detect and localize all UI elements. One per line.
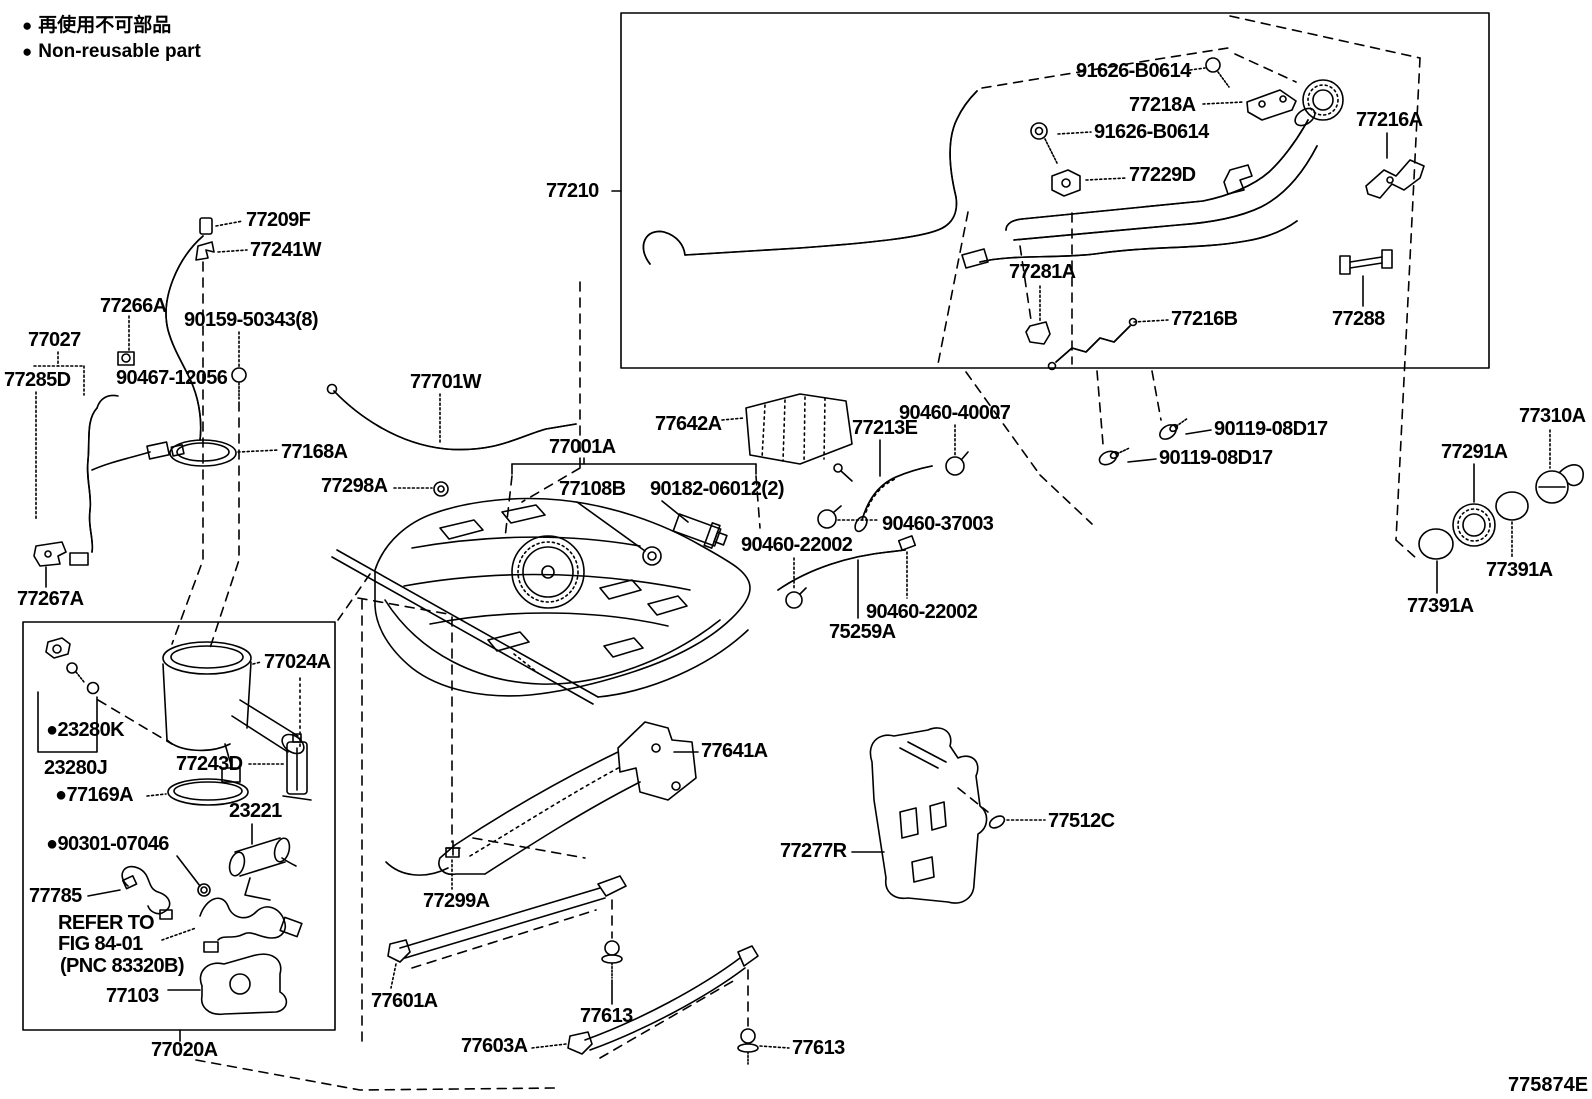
part-label-77103: 77103 [106, 985, 159, 1007]
left-vent-hoses [33, 217, 577, 588]
part-label-77216A: 77216A [1356, 109, 1423, 131]
part-label-77024A: 77024A [264, 651, 331, 673]
part-label-77641A: 77641A [701, 740, 768, 762]
part-label-77168A: 77168A [281, 441, 348, 463]
part-label-REFERTO: REFER TO [58, 912, 155, 934]
part-label-91626-B0614: 91626-B0614 [1094, 121, 1209, 143]
body-bolts [1098, 417, 1212, 466]
part-label-77298A: 77298A [321, 475, 388, 497]
fuel-pump-assembly [37, 637, 312, 1016]
part-label-(PNC83320B): (PNC 83320B) [60, 955, 185, 977]
part-label-FIG84-01: FIG 84-01 [58, 933, 143, 955]
legend-text-en: Non-reusable part [38, 41, 201, 62]
inlet-funnel [385, 721, 699, 876]
part-label-77391A: 77391A [1486, 559, 1553, 581]
part-label-77285D: 77285D [4, 369, 71, 391]
part-label-23280K: ●23280K [46, 719, 125, 741]
part-label-77209F: 77209F [246, 209, 311, 231]
part-label-90301-07046: ●90301-07046 [46, 833, 169, 855]
diagram-code: 775874E [1508, 1074, 1589, 1096]
filler-pipe-assembly [642, 57, 1425, 371]
part-label-77642A: 77642A [655, 413, 722, 435]
part-label-77601A: 77601A [371, 990, 438, 1012]
part-label-91626-B0614: 91626-B0614 [1076, 60, 1191, 82]
part-label-90182-06012(2): 90182-06012(2) [650, 478, 785, 500]
part-label-77027: 77027 [28, 329, 81, 351]
legend-row-en: ● Non-reusable part [22, 42, 201, 61]
part-label-77266A: 77266A [100, 295, 167, 317]
part-label-77391A: 77391A [1407, 595, 1474, 617]
part-label-77613: 77613 [792, 1037, 845, 1059]
part-label-90460-22002: 90460-22002 [866, 601, 978, 623]
part-label-90460-40007: 90460-40007 [899, 402, 1011, 424]
part-label-77267A: 77267A [17, 588, 84, 610]
tank-straps [387, 847, 790, 1065]
part-label-77785: 77785 [29, 885, 82, 907]
part-label-77512C: 77512C [1048, 810, 1115, 832]
part-label-77213E: 77213E [852, 417, 918, 439]
part-label-23280J: 23280J [44, 757, 108, 779]
part-label-77229D: 77229D [1129, 164, 1196, 186]
part-label-77310A: 77310A [1519, 405, 1586, 427]
part-label-77218A: 77218A [1129, 94, 1196, 116]
part-label-77277R: 77277R [780, 840, 847, 862]
part-label-77701W: 77701W [410, 371, 482, 393]
part-label-77243D: 77243D [176, 753, 243, 775]
part-label-77241W: 77241W [250, 239, 322, 261]
part-label-77210: 77210 [546, 180, 599, 202]
part-label-75259A: 75259A [829, 621, 896, 643]
part-label-90467-12056: 90467-12056 [116, 367, 228, 389]
legend-row-jp: ● 再使用不可部品 [22, 16, 171, 35]
part-label-90119-08D17: 90119-08D17 [1159, 447, 1273, 469]
hose-and-protector [745, 393, 969, 619]
fuel-cap-and-rings [1418, 429, 1584, 594]
non-reusable-bullet-icon: ● [22, 42, 33, 61]
part-label-77299A: 77299A [423, 890, 490, 912]
leader-lines [33, 67, 1388, 599]
part-label-23221: 23221 [229, 800, 282, 822]
part-label-77108B: 77108B [559, 478, 626, 500]
construction-lines [171, 15, 1421, 1091]
part-label-77001A: 77001A [549, 436, 616, 458]
part-label-77603A: 77603A [461, 1035, 528, 1057]
part-label-77281A: 77281A [1009, 261, 1076, 283]
part-label-77216B: 77216B [1171, 308, 1238, 330]
part-label-77291A: 77291A [1441, 441, 1508, 463]
fuel-tank [331, 497, 751, 705]
part-label-77613: 77613 [580, 1005, 633, 1027]
part-label-90460-22002: 90460-22002 [741, 534, 853, 556]
non-reusable-bullet-icon: ● [22, 16, 33, 35]
part-label-90460-37003: 90460-37003 [882, 513, 994, 535]
part-label-77288: 77288 [1332, 308, 1385, 330]
legend-text-jp: 再使用不可部品 [38, 15, 172, 36]
part-label-90119-08D17: 90119-08D17 [1214, 418, 1328, 440]
part-label-77169A: ●77169A [55, 784, 134, 806]
part-label-77020A: 77020A [151, 1039, 218, 1061]
protector-shield [851, 727, 1046, 904]
fuel-pump-box [22, 621, 336, 1042]
part-label-90159-50343(8): 90159-50343(8) [184, 309, 319, 331]
